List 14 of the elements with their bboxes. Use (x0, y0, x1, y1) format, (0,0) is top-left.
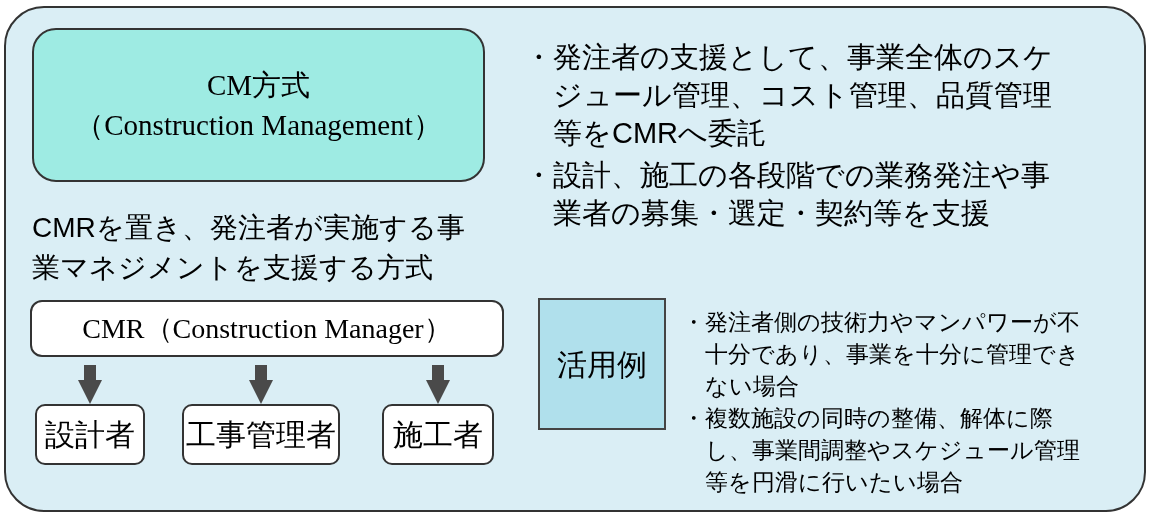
role-box: CMR（Construction Manager） (30, 300, 504, 357)
arrow (78, 365, 102, 404)
example-box: 活用例 (538, 298, 666, 430)
bullet-text: ・設計、施工の各段階での業務発注や事業者の募集・選定・契約等を支援 (524, 158, 1051, 231)
arrow (249, 365, 273, 404)
title-box: CM方式 （Construction Management） (32, 28, 485, 182)
bullet-text: ・発注者の支援として、事業全体のスケジュール管理、コスト管理、品質管理等をCMRへ委託 (524, 40, 1054, 151)
description-text: CMRを置き、発注者が実施する事業マネジメントを支援する方式 (32, 211, 466, 285)
bullet-text: ・複数施設の同時の整備、解体に際し、事業間調整やスケジュール管理等を円滑に行いたい場合 (682, 404, 1081, 497)
role-box: 工事管理者 (182, 404, 340, 465)
role-box: 施工者 (382, 404, 494, 465)
bullet-text: ・発注者側の技術力やマンパワーが不十分であり、事業を十分に管理できない場合 (682, 308, 1081, 401)
role-box: 設計者 (35, 404, 145, 465)
panel-background (4, 6, 1146, 512)
